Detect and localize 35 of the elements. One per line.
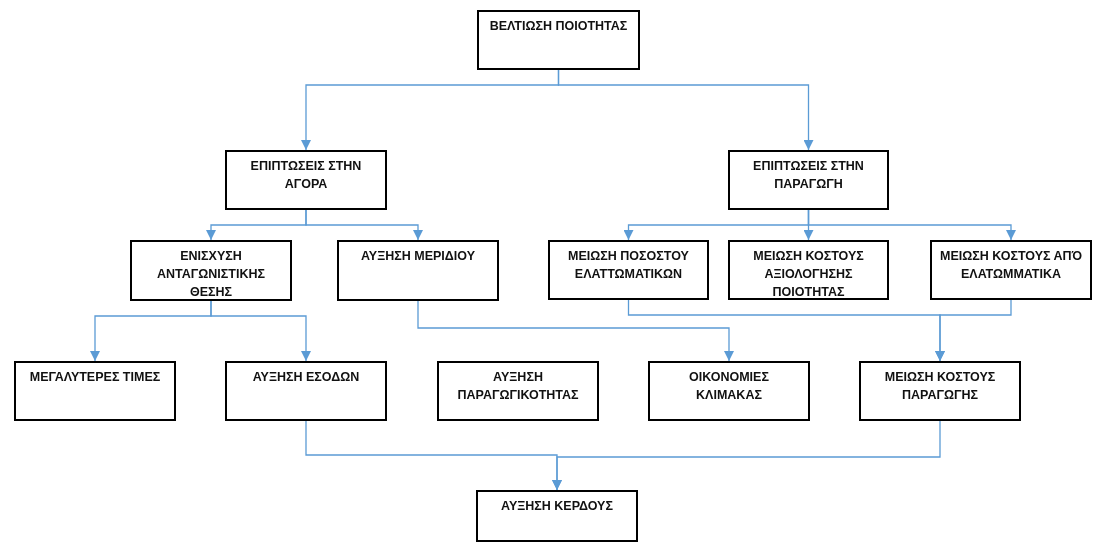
box-label: ΑΥΞΗΣΗ ΠΑΡΑΓΩΓΙΚΟΤΗΤΑΣ	[456, 369, 580, 404]
box-label: ΜΕΙΩΣΗ ΚΟΣΤΟΥΣ ΠΑΡΑΓΩΓΗΣ	[883, 369, 997, 404]
process-box	[225, 150, 387, 210]
process-box	[728, 150, 889, 210]
box-label: ΑΥΞΗΣΗ ΕΣΟΔΩΝ	[252, 369, 360, 386]
process-box	[548, 240, 709, 300]
box-label: ΒΕΛΤΙΩΣΗ ΠΟΙΟΤΗΤΑΣ	[489, 18, 628, 35]
box-label: ΜΕΙΩΣΗ ΚΟΣΤΟΥΣ ΑΠΌ ΕΛΑΤΩΜΜΑΤΙΚΑ	[939, 248, 1083, 283]
box-label: ΜΕΙΩΣΗ ΚΟΣΤΟΥΣ ΑΞΙΟΛΟΓΗΣΗΣ ΠΟΙΟΤΗΤΑΣ	[752, 248, 865, 301]
box-label: ΕΠΙΠΤΩΣΕΙΣ ΣΤΗΝ ΠΑΡΑΓΩΓΗ	[752, 158, 865, 193]
process-box	[930, 240, 1092, 300]
connector-arrow	[210, 300, 311, 362]
process-box	[337, 240, 499, 301]
box-label: ΑΥΞΗΣΗ ΚΕΡΔΟΥΣ	[501, 498, 613, 515]
box-label: ΜΕΓΑΛΥΤΕΡΕΣ ΤΙΜΕΣ	[29, 369, 161, 386]
connector-arrow	[935, 299, 1012, 362]
process-box	[130, 240, 292, 301]
box-label: ΑΥΞΗΣΗ ΜΕΡΙΔΙΟΥ	[360, 248, 475, 265]
process-box	[477, 10, 640, 70]
connector-arrow	[305, 209, 423, 241]
process-box	[437, 361, 599, 421]
process-box	[859, 361, 1021, 421]
process-box	[14, 361, 176, 421]
process-box	[225, 361, 387, 421]
process-box	[476, 490, 638, 542]
box-label: ΜΕΙΩΣΗ ΠΟΣΟΣΤΟΥ ΕΛΑΤΤΩΜΑΤΙΚΩΝ	[567, 248, 690, 283]
connector-arrow	[552, 420, 941, 491]
box-label: ΕΝΙΣΧΥΣΗ ΑΝΤΑΓΩΝΙΣΤΙΚΗΣ ΘΕΣΗΣ	[156, 248, 266, 301]
box-label: ΕΠΙΠΤΩΣΕΙΣ ΣΤΗΝ ΑΓΟΡΑ	[249, 158, 363, 193]
process-box	[728, 240, 889, 300]
box-label: ΟΙΚΟΝΟΜΙΕΣ ΚΛΙΜΑΚΑΣ	[688, 369, 770, 404]
connector-arrow	[417, 300, 734, 362]
connector-arrow	[557, 69, 814, 151]
process-box	[648, 361, 810, 421]
connector-arrow	[807, 209, 1016, 241]
